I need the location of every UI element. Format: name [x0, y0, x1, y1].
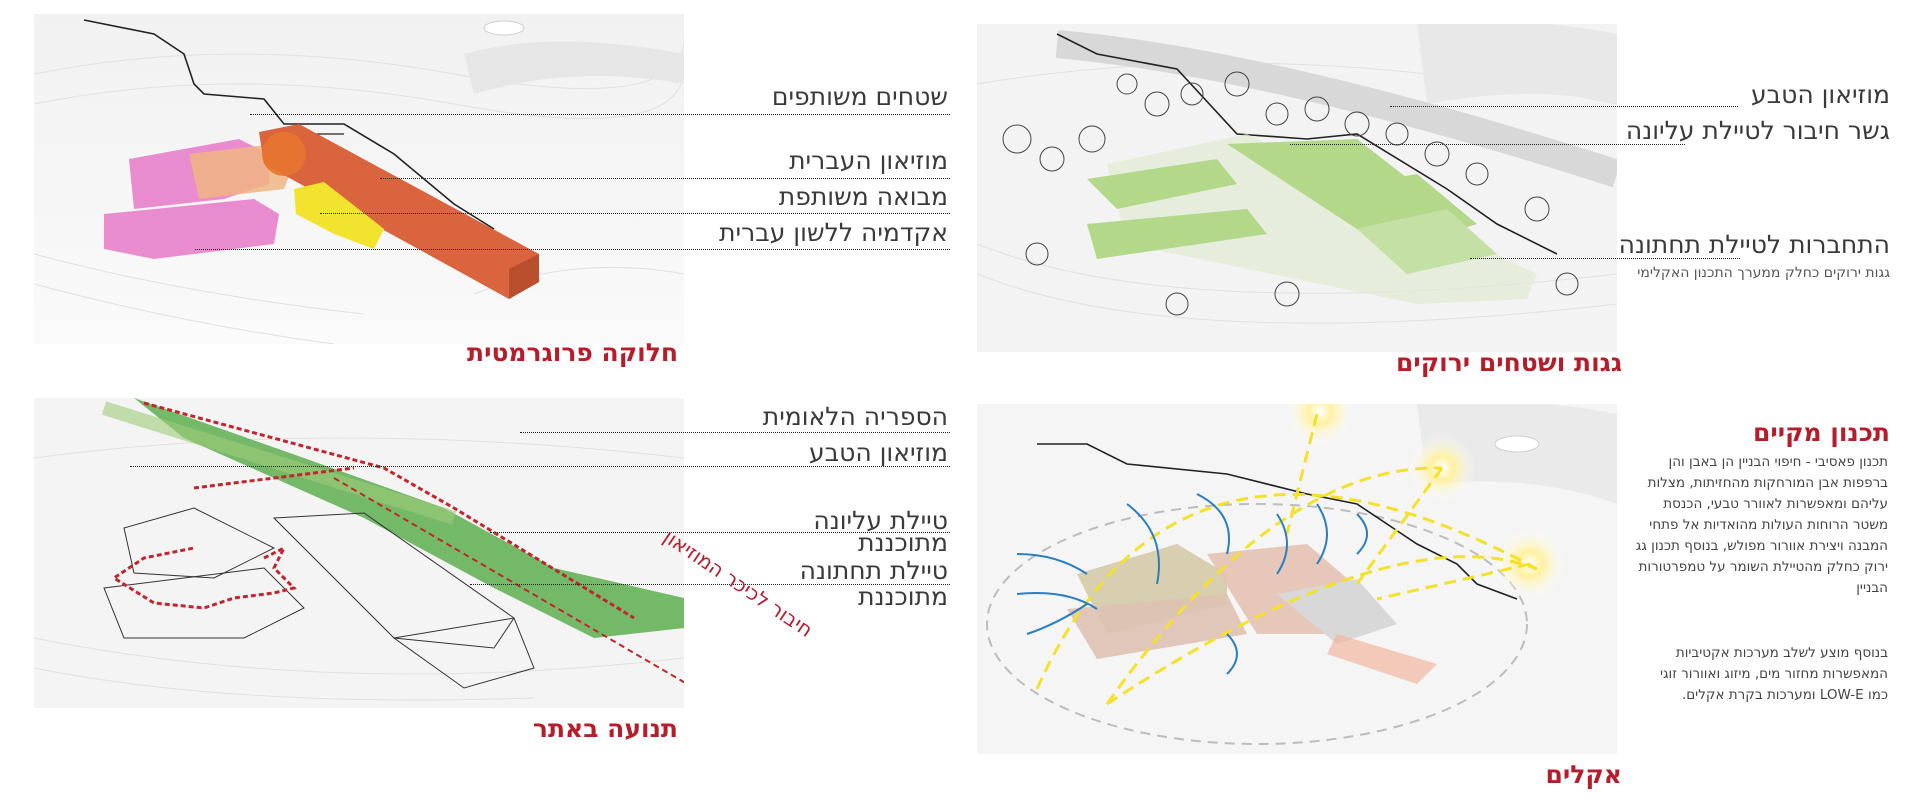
sustainable-paragraph-2: בנוסף מוצע לשלב מערכות אקטיביות המאפשרות… [1660, 643, 1888, 706]
sustainable-paragraph-1: תכנון פאסיבי - חיפוי הבניין הן באבן והן … [1636, 452, 1888, 599]
title-roofs: גגות ושטחים ירוקים [1395, 348, 1622, 377]
note-line: המבנה ויצירת אוורור מפולש, בנוסף תכנון ג… [1635, 538, 1888, 554]
label-lower-promenade: טיילת תחתונה [799, 556, 948, 585]
label-bridge-upper-promenade: גשר חיבור לטיילת עליונה [1625, 116, 1890, 145]
note-line: משטר הרוחות העולות מהואדיות אל פתחי [1649, 517, 1888, 533]
label-national-library: הספריה הלאומית [762, 402, 948, 431]
label-upper-promenade: טיילת עליונה [813, 506, 948, 535]
climate-drawing [977, 404, 1617, 754]
note-line: הבניין [1856, 580, 1888, 596]
label-hebrew-academy: אקדמיה ללשון עברית [719, 218, 948, 247]
label-upper-planned: מתוכננת [858, 528, 948, 557]
label-lower-promenade-connection: התחברות לטיילת תחתונה [1618, 230, 1890, 259]
roofs-drawing [977, 24, 1617, 352]
caption-green-roofs: גגות ירוקים כחלק ממערך התכנון האקלימי [1637, 265, 1890, 281]
label-nature-museum: מוזיאון הטבע [1751, 80, 1890, 109]
programmatic-diagram [34, 14, 684, 344]
title-sustainable-planning: תכנון מקיים [1752, 418, 1890, 447]
movement-diagram [34, 398, 684, 708]
climate-diagram [977, 404, 1617, 754]
note-line: ירוק כחלק מהטיילת השומר על טמפרטורות [1638, 559, 1888, 575]
title-programmatic: חלוקה פרוגרמטית [467, 338, 678, 367]
programmatic-drawing [34, 14, 684, 344]
note-line: ברפפות אבן המורחקות מהחזיתות, מצלות [1647, 475, 1888, 491]
tree-group [1002, 71, 1579, 316]
label-nature-museum-movement: מוזיאון הטבע [809, 438, 948, 467]
title-climate: אקלים [1545, 760, 1622, 789]
note-line: בנוסף מוצע לשלב מערכות אקטיביות [1675, 645, 1888, 661]
title-movement: תנועה באתר [532, 714, 678, 743]
label-shared-lobby: מבואה משותפת [778, 182, 948, 211]
note-line: המאפשרות מחזור מים, מיזוג ואוורור זוגי [1659, 666, 1888, 682]
label-hebrew-museum: מוזיאון העברית [789, 146, 948, 175]
note-line: תכנון פאסיבי - חיפוי הבניין הן באבן והן [1668, 454, 1888, 470]
note-line: כמו LOW-E ומערכות בקרת אקלים. [1681, 687, 1888, 703]
label-lower-planned: מתוכננת [858, 582, 948, 611]
note-line: עליהם ומאפשרות לאוורר טבעי, הכנסת [1663, 496, 1888, 512]
movement-drawing [34, 398, 684, 708]
roofs-diagram [977, 24, 1617, 352]
label-shared-spaces: שטחים משותפים [771, 82, 948, 111]
